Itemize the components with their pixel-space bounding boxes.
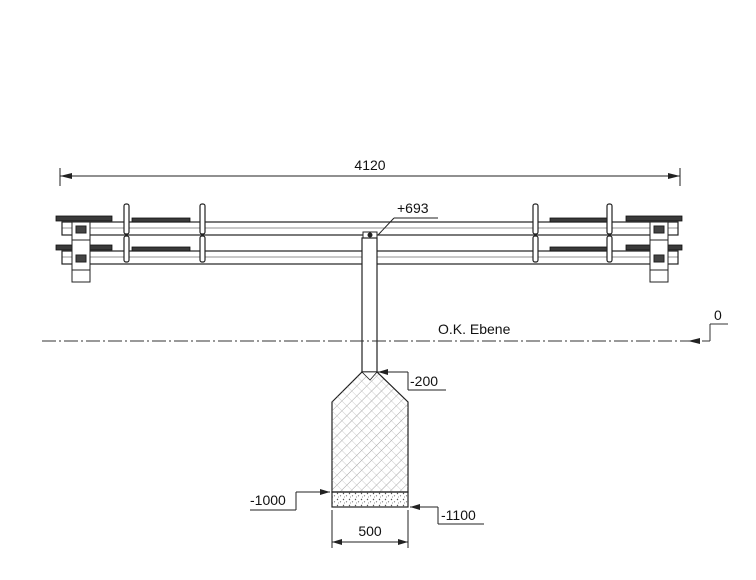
top-elevation-label: +693 (397, 200, 429, 216)
top-elevation-marker (377, 217, 438, 236)
foundation-width-label: 500 (358, 523, 382, 539)
seat-left-inner (131, 217, 191, 252)
gravel-bottom-marker (410, 504, 484, 525)
foundation-bottom-label: -1000 (250, 492, 286, 508)
buffer-left (71, 221, 91, 283)
foundation-top-marker (376, 369, 446, 391)
overall-width-dimension (59, 168, 681, 186)
buffer-right (649, 221, 669, 283)
foundation-width-dimension (331, 510, 409, 548)
gravel-bottom-label: -1100 (441, 507, 476, 523)
foundation-top-label: -200 (410, 373, 438, 389)
ground-label: O.K. Ebene (438, 321, 511, 337)
handles (123, 203, 613, 263)
ground-level-label: 0 (714, 307, 722, 323)
post (361, 237, 378, 373)
gravel-bed (331, 491, 409, 508)
concrete-foundation (331, 371, 409, 493)
ground-line (42, 323, 728, 344)
pivot (362, 231, 378, 239)
overall-width-label: 4120 (354, 157, 385, 173)
foundation-bottom-marker (250, 489, 330, 511)
